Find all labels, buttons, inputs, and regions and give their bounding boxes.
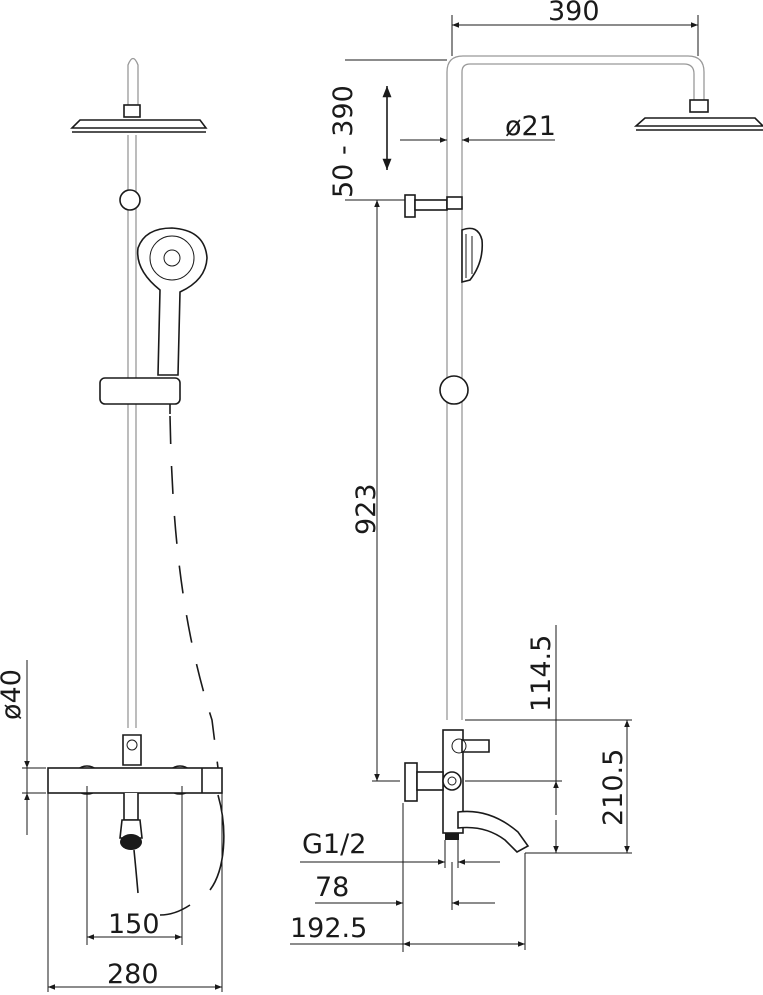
dim-wall-to-inlet: 78 (315, 872, 349, 903)
dim-rod-to-outlet: 114.5 (526, 635, 557, 712)
wall-bracket (404, 194, 416, 218)
slider (99, 377, 181, 405)
dim-mixer-width: 280 (107, 959, 159, 990)
front-view: ø40 150 280 (0, 57, 225, 992)
dim-mixer-diameter: ø40 (0, 669, 27, 720)
shower-arm-side (446, 55, 705, 720)
slider-side (439, 375, 469, 405)
rod-bracket (119, 189, 141, 211)
spout-aerator (120, 834, 142, 850)
thermostatic-mixer-body (47, 767, 223, 794)
temperature-knob-side (404, 762, 418, 802)
shower-arm-front (127, 57, 139, 105)
spray-face (149, 235, 195, 281)
bath-spout (457, 810, 530, 853)
riser-rod (127, 135, 137, 728)
dim-rod-height: 923 (351, 483, 382, 535)
dim-spout-projection: 192.5 (290, 913, 367, 944)
diverter-side (461, 739, 490, 753)
dim-outlet-to-spout: 210.5 (598, 749, 629, 826)
overhead-shower-head-side (633, 117, 763, 127)
dim-inlet-thread: G1/2 (302, 829, 366, 860)
spout-front (123, 793, 139, 821)
side-view: 390 50 - 390 ø21 923 114.5 210.5 G1/2 (290, 0, 763, 952)
dim-height-adjust: 50 - 390 (328, 85, 359, 198)
dim-inlet-centers: 150 (108, 909, 160, 940)
hand-shower (136, 227, 208, 376)
overhead-shower-head (70, 119, 208, 129)
head-connector (123, 104, 141, 118)
dim-pipe-diameter: ø21 (505, 111, 556, 142)
dim-arm-reach: 390 (548, 0, 600, 27)
shower-hose (169, 415, 219, 769)
